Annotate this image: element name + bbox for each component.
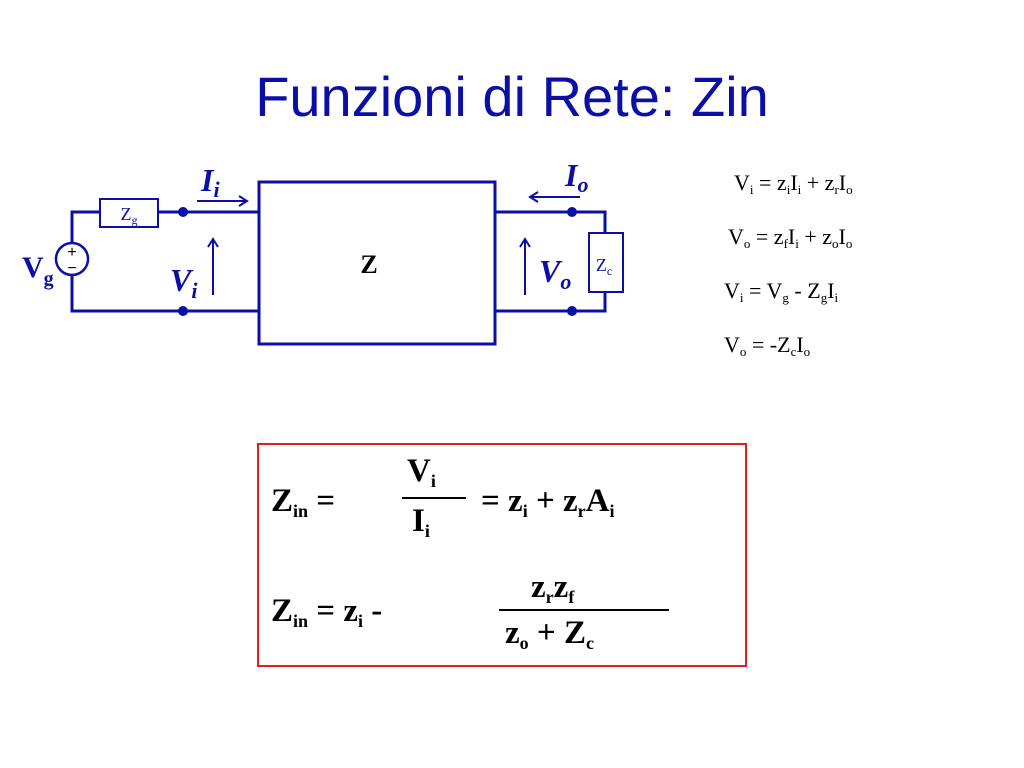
fraction-bar [402, 497, 466, 499]
zg-main: Z [121, 204, 132, 224]
vg-main: V [22, 251, 44, 284]
vi-main: V [170, 262, 194, 298]
terminal-dot [178, 207, 188, 217]
formula-zin-1-rhs: = zi + zrAi [481, 483, 615, 521]
input-top-wire [70, 210, 100, 245]
svg-text:Ii: Ii [200, 162, 220, 202]
io-main: I [564, 157, 579, 193]
svg-text:Zc: Zc [596, 255, 612, 278]
terminal-dot [567, 207, 577, 217]
svg-text:Vg: Vg [22, 251, 54, 290]
formula-zin-1-num: Vi [407, 453, 436, 491]
zc-sub: c [607, 264, 612, 278]
equation-vo: Vo = zfIi + zoIo [728, 224, 853, 251]
load-impedance-box [588, 232, 624, 293]
formula-zin-1-lhs: Zin = [271, 483, 336, 521]
svg-text:Zg: Zg [121, 204, 138, 227]
formula-zin-2-num: zrzf [531, 569, 575, 607]
result-box: Zin = Vi Ii = zi + zrAi Zin = zi - zrzf … [257, 443, 747, 667]
terminal-dot [567, 306, 577, 316]
fraction-bar [499, 609, 669, 611]
zg-sub: g [132, 213, 138, 227]
output-bottom-wire [495, 292, 607, 313]
ii-main: I [200, 162, 215, 198]
io-sub: o [577, 172, 588, 197]
source-impedance-box [99, 198, 159, 228]
svg-text:Vi: Vi [170, 262, 198, 303]
terminal-dot [178, 306, 188, 316]
vo-main: V [539, 253, 563, 289]
slide-title: Funzioni di Rete: Zin [255, 65, 769, 128]
source-plus: + [67, 244, 76, 261]
ii-sub: i [213, 177, 220, 202]
equation-vi-source: Vi = Vg - ZgIi [724, 278, 839, 305]
vg-sub: g [44, 268, 54, 290]
vo-sub: o [560, 269, 571, 294]
svg-text:Io: Io [564, 157, 588, 197]
formula-zin-1-den: Ii [412, 503, 430, 541]
equation-vo-load: Vo = -ZcIo [724, 332, 811, 359]
formula-zin-2-lhs: Zin = zi - [271, 593, 383, 631]
two-port-label: Z [360, 250, 377, 279]
source-minus: − [67, 260, 76, 277]
zc-main: Z [596, 255, 607, 275]
formula-zin-2-den: zo + Zc [505, 615, 594, 653]
output-top-wire [495, 210, 607, 233]
svg-text:Vo: Vo [539, 253, 571, 294]
two-port-box [257, 180, 497, 346]
voltage-source-icon [54, 241, 90, 277]
input-bottom-wire [70, 273, 259, 313]
vi-sub: i [191, 278, 198, 303]
equation-vi: Vi = ziIi + zrIo [734, 170, 853, 197]
